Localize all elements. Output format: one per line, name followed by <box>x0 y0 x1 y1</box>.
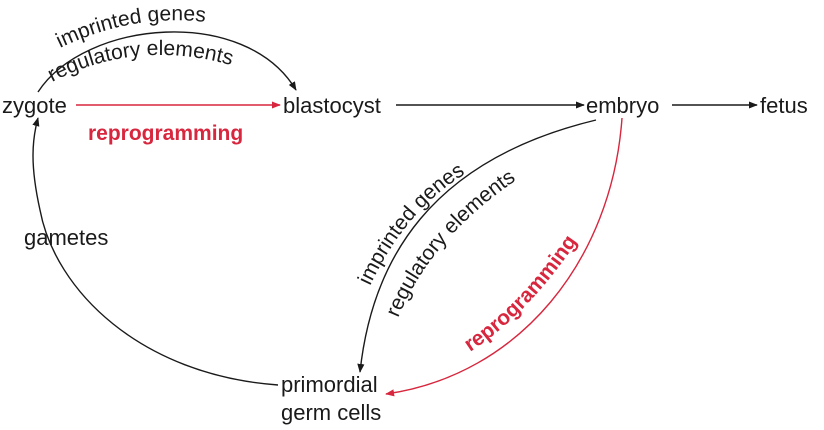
embryo-to-germ-cells-reprogramming-arc <box>385 117 623 397</box>
germ-cells-to-zygote-arc <box>32 117 279 386</box>
zygote-label: zygote <box>2 93 67 118</box>
gametes-label: gametes <box>24 225 108 250</box>
top-reprogramming-label: reprogramming <box>88 122 243 145</box>
primordial-label: primordial <box>281 372 378 397</box>
germ-cells-label: germ cells <box>281 400 381 425</box>
embryo-to-germ-cells-arc <box>357 119 597 373</box>
embryo-label: embryo <box>586 93 659 118</box>
zygote-to-blastocyst-arc <box>37 31 297 93</box>
blastocyst-label: blastocyst <box>283 93 381 118</box>
fetus-label: fetus <box>760 93 808 118</box>
germline-reprogramming-label: reprogramming <box>460 231 581 356</box>
